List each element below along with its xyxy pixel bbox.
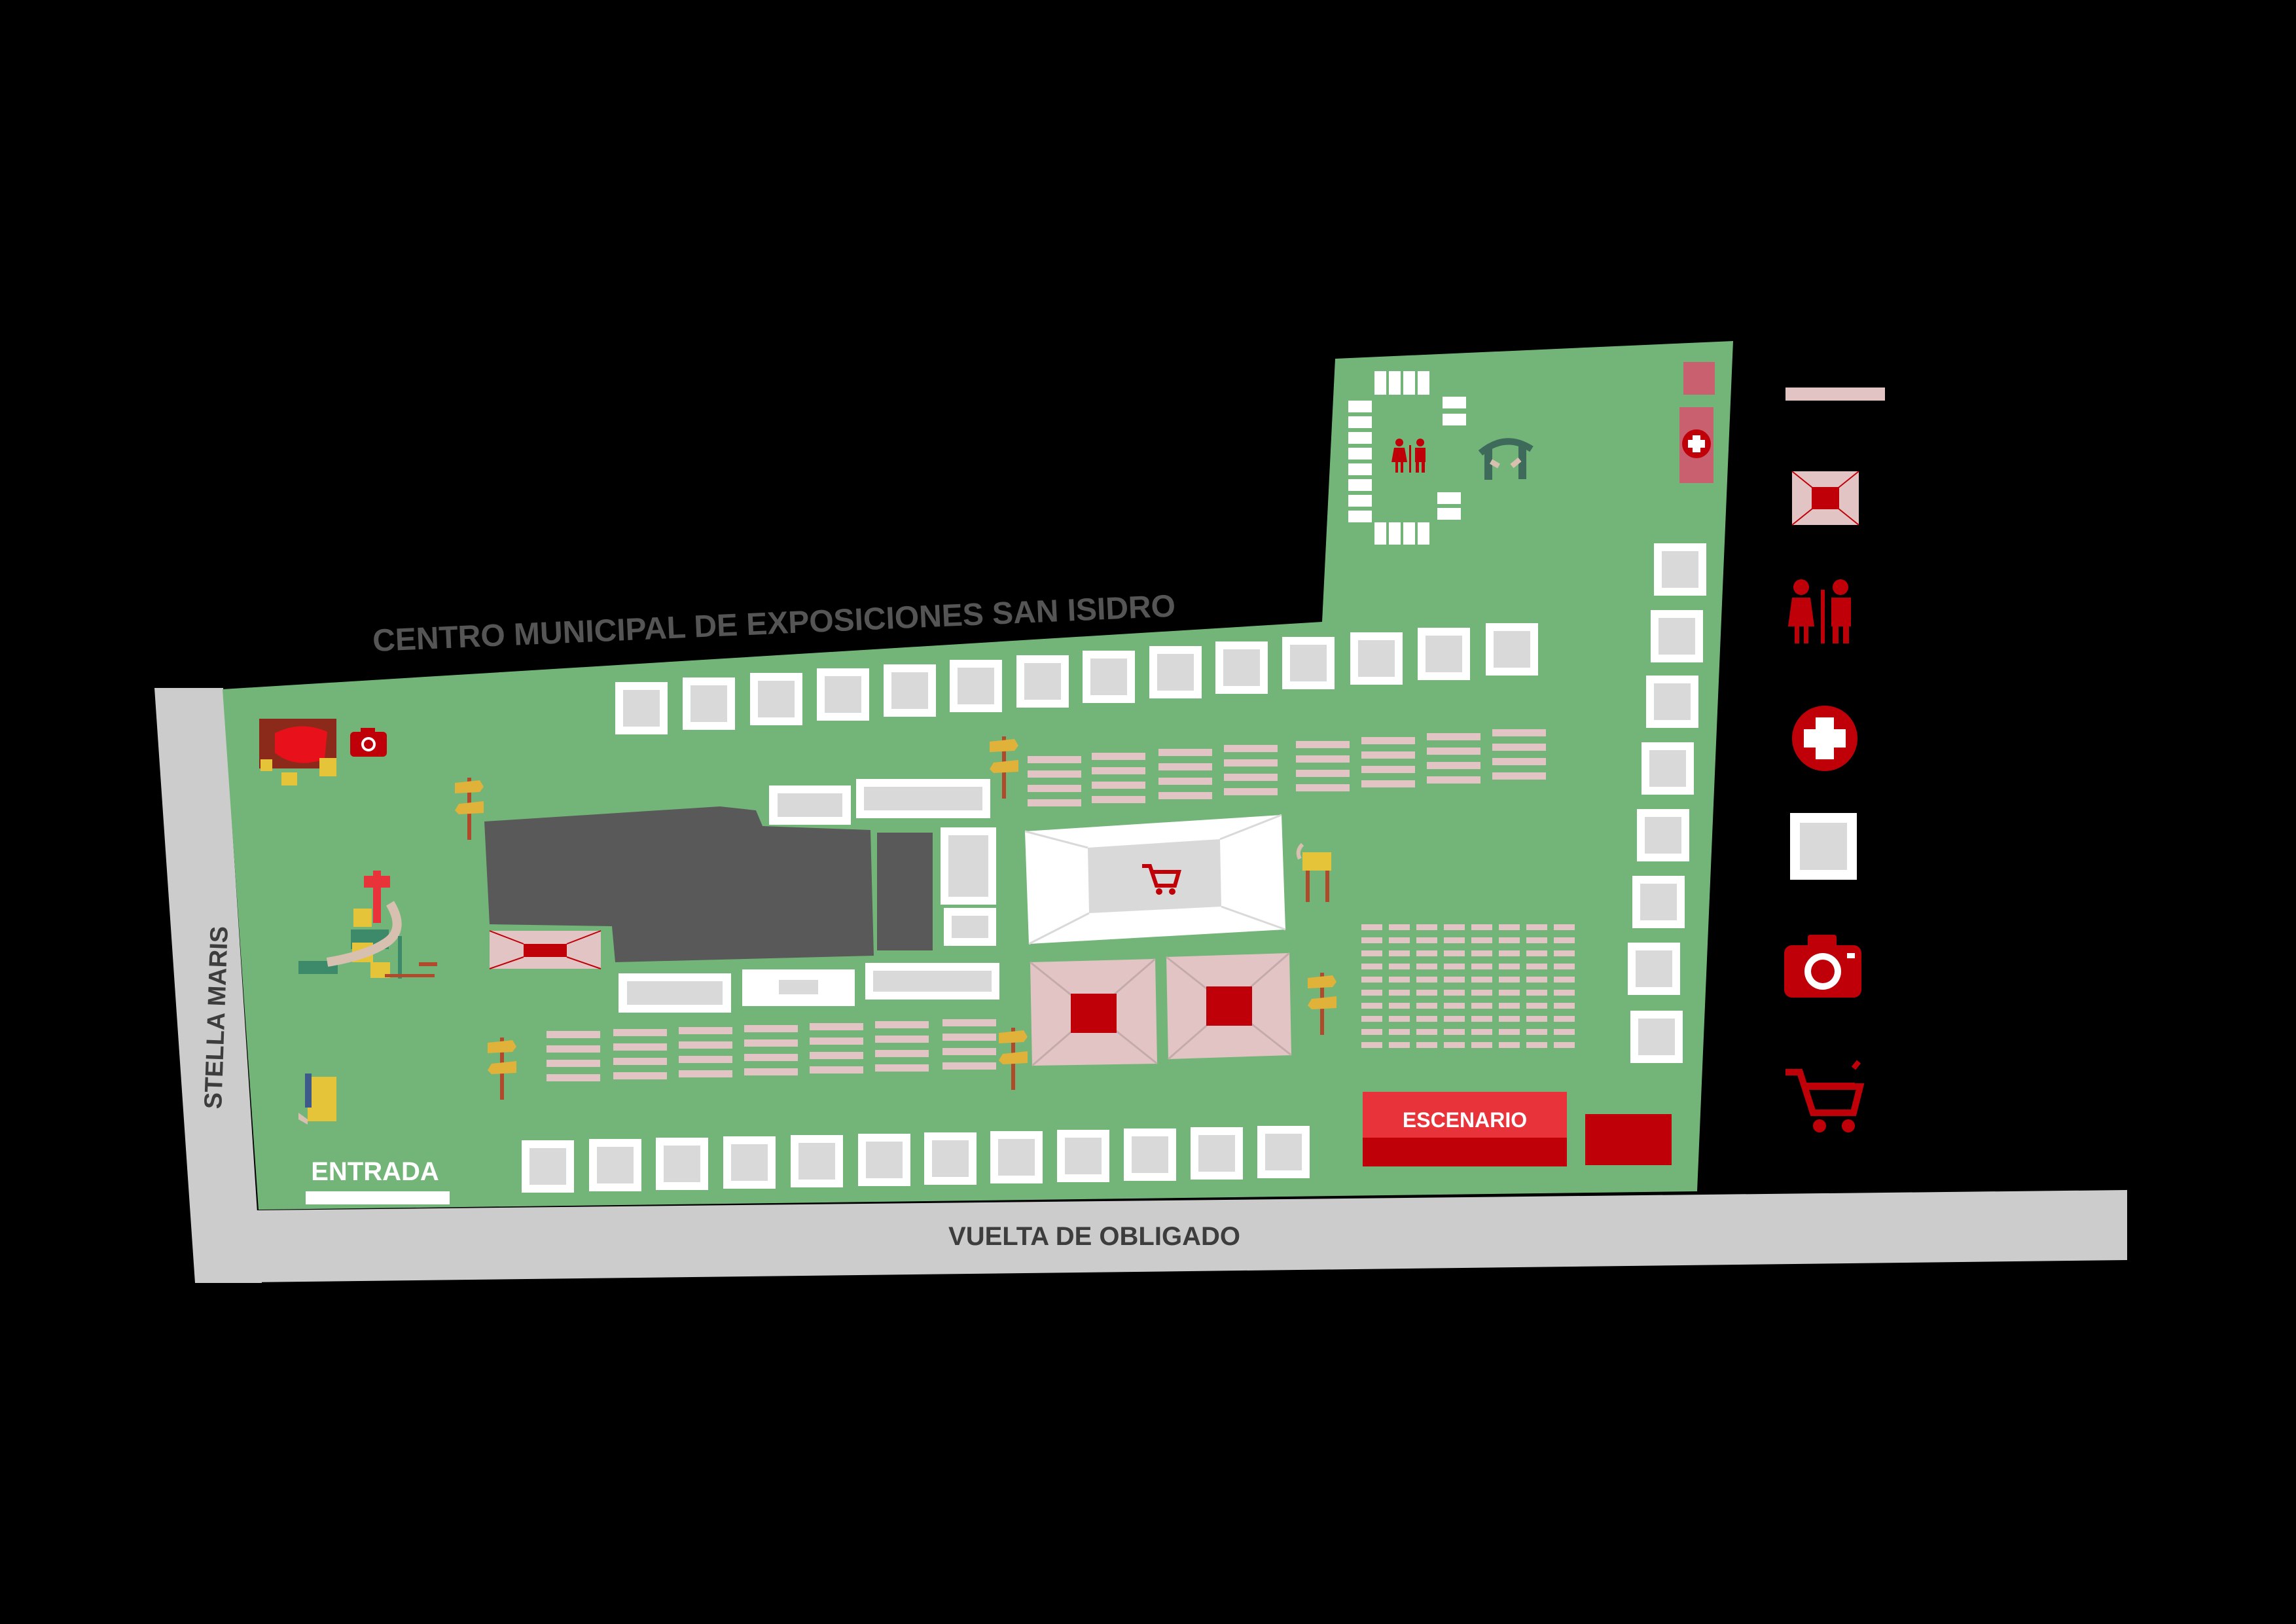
first-aid-post[interactable] <box>1679 362 1715 483</box>
legend-tent-icon <box>1791 471 1859 526</box>
annex-building <box>877 833 933 950</box>
cart-icon <box>1142 864 1181 895</box>
street-label-stella-maris: STELLA MARIS <box>200 926 234 1110</box>
legend-stall-icon <box>1790 813 1857 880</box>
stall-ring <box>1348 371 1466 545</box>
stall-long <box>619 779 999 1013</box>
legend-first-aid-icon <box>1792 706 1857 771</box>
legend-pink-bar-icon <box>1785 388 1885 401</box>
street-vuelta-de-obligado <box>195 1190 2127 1283</box>
attraction-top-left <box>259 719 336 785</box>
street-stella-maris <box>154 688 262 1283</box>
street-label-vuelta-de-obligado: VUELTA DE OBLIGADO <box>948 1222 1240 1251</box>
restroom-icon <box>1391 439 1426 473</box>
legend-camera-icon <box>1784 935 1861 998</box>
tent-small <box>489 930 601 969</box>
tent-pink-right <box>1166 952 1292 1060</box>
fair-grounds <box>223 341 1733 1210</box>
arch <box>1478 438 1534 480</box>
camera-icon <box>350 728 387 757</box>
playground <box>298 871 437 979</box>
stage-label: ESCENARIO <box>1403 1108 1527 1132</box>
stage[interactable]: ESCENARIO <box>1363 1092 1567 1166</box>
info-booth <box>298 1074 336 1125</box>
entrance-marker[interactable] <box>306 1191 450 1204</box>
backstage <box>1585 1114 1672 1165</box>
legend-cart-icon <box>1785 1060 1865 1132</box>
legend <box>1784 388 1885 1132</box>
tent-pink-left <box>1030 958 1158 1067</box>
legend-restroom-icon <box>1788 579 1851 643</box>
main-building <box>484 806 874 962</box>
kiosk <box>1296 842 1331 902</box>
entrance-label: ENTRADA <box>311 1157 439 1186</box>
market-tent <box>1024 814 1286 945</box>
